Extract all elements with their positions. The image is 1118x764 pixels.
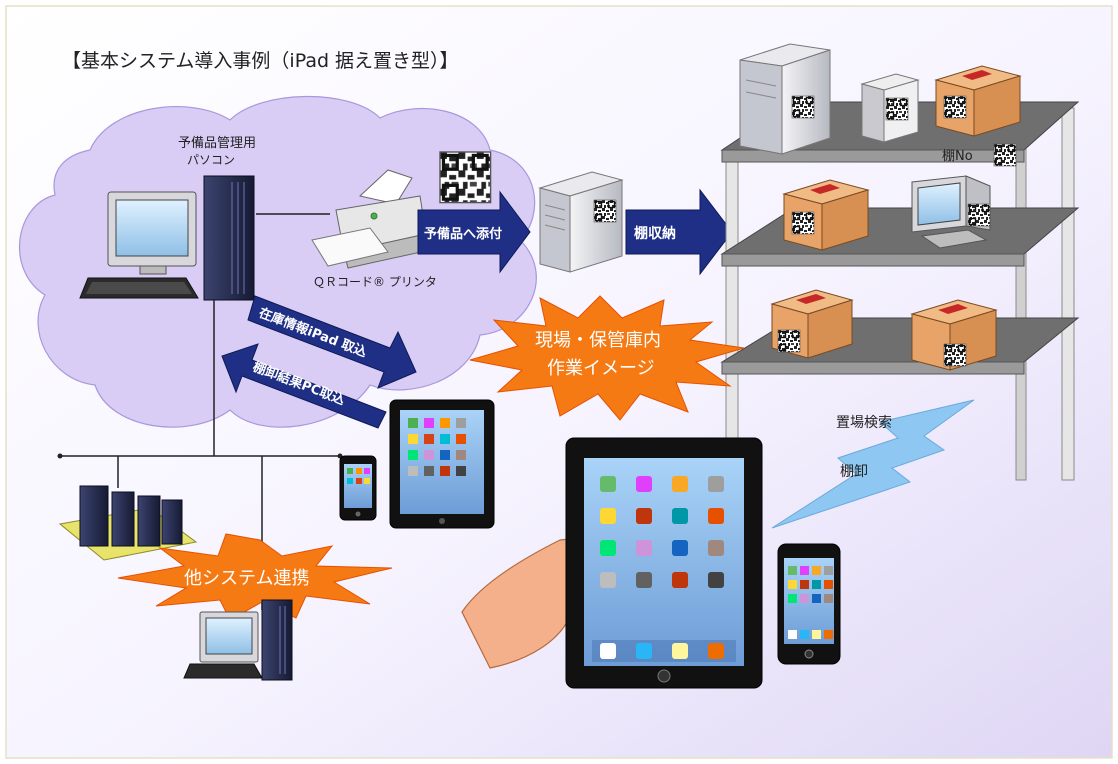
shelf-server-tower	[739, 43, 831, 155]
other-system-burst: 他システム連携	[117, 533, 393, 621]
printed-qr-code	[438, 150, 493, 205]
site-work-burst-line1: 現場・保管庫内	[535, 330, 661, 351]
shelf-small-device	[860, 73, 920, 143]
search-bolt: 置場検索 棚卸	[771, 399, 975, 529]
bus-end-left	[57, 453, 63, 459]
small-ipad	[389, 399, 495, 529]
spare-part-server	[538, 171, 624, 273]
bolt-label-search: 置場検索	[836, 414, 892, 431]
bolt-label-inventory: 棚卸	[840, 464, 868, 480]
shelf-no-label: 棚No	[942, 149, 973, 164]
arrow-attach: 予備品へ添付	[417, 190, 531, 274]
site-work-burst: 現場・保管庫内 作業イメージ	[469, 295, 745, 421]
shelf-box-middle	[782, 179, 870, 251]
secondary-pc	[183, 599, 293, 681]
management-pc	[79, 175, 255, 301]
printer-label: ＱＲコード® プリンタ	[313, 275, 437, 289]
arrow-store: 棚収納	[625, 188, 733, 276]
other-system-burst-label: 他システム連携	[184, 568, 309, 589]
large-ipad	[565, 437, 763, 689]
shelf-box-bottom-left	[770, 289, 854, 359]
shelf-box-top	[934, 65, 1022, 137]
small-iphone	[339, 455, 377, 521]
site-work-burst-line2: 作業イメージ	[547, 358, 655, 379]
other-system-server	[58, 485, 198, 561]
shelf-no-qr-code	[993, 143, 1017, 167]
pc-label-line1: 予備品管理用	[178, 135, 256, 151]
diagram-title: 【基本システム導入事例（iPad 据え置き型）】	[62, 50, 459, 72]
pc-label-line2: パソコン	[187, 153, 235, 167]
arrow-store-label: 棚収納	[634, 225, 676, 242]
large-iphone	[777, 543, 841, 665]
shelf-box-bottom-right	[910, 299, 998, 371]
arrow-attach-label: 予備品へ添付	[424, 226, 502, 242]
shelf-monitor	[911, 175, 991, 249]
